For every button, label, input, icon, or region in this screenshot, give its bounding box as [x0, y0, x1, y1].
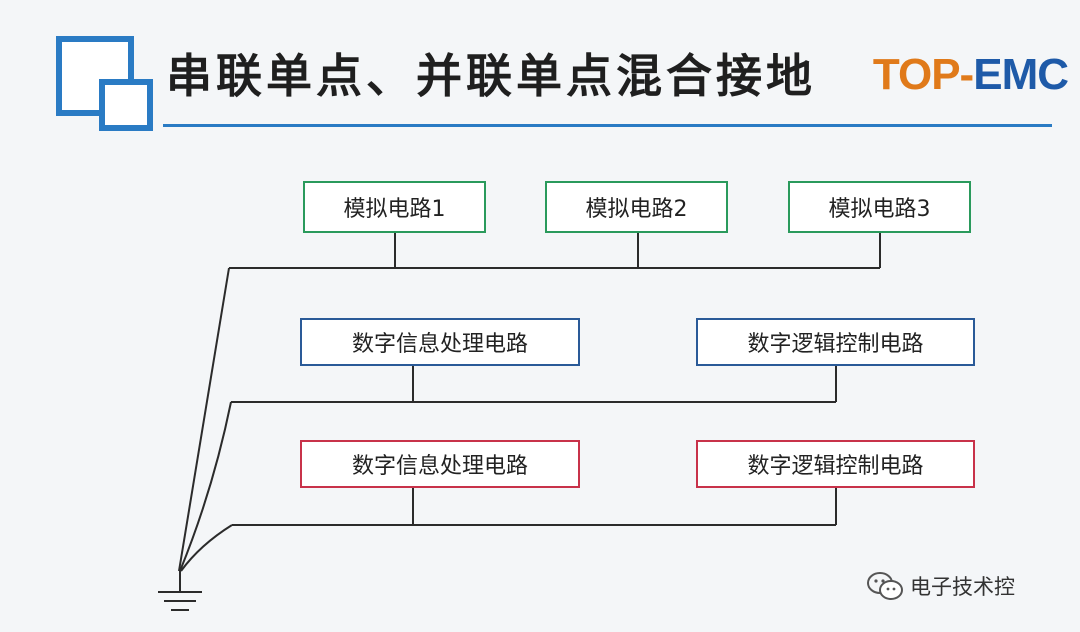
analog-circuit-2: 模拟电路2 [545, 181, 728, 233]
watermark-text: 电子技术控 [910, 575, 1015, 599]
ground-return-digital-2 [180, 524, 233, 572]
watermark: 电子技术控 [866, 570, 1015, 602]
brand-logo: TOP-EMC [872, 50, 1069, 100]
digital-info-processing-circuit-red: 数字信息处理电路 [300, 440, 580, 488]
brand-logo-top: TOP- [872, 50, 974, 99]
brand-logo-emc: EMC [973, 50, 1069, 99]
page-title: 串联单点、并联单点混合接地 [166, 49, 816, 103]
digital-logic-control-circuit: 数字逻辑控制电路 [696, 318, 975, 366]
logo-square-large [56, 36, 134, 116]
analog-circuit-3: 模拟电路3 [788, 181, 971, 233]
digital-info-processing-circuit: 数字信息处理电路 [300, 318, 580, 366]
ground-return-digital-1 [179, 401, 232, 572]
analog-circuit-1: 模拟电路1 [303, 181, 486, 233]
title-divider [163, 124, 1052, 127]
digital-logic-control-circuit-red: 数字逻辑控制电路 [696, 440, 975, 488]
ground-return-analog [178, 267, 230, 572]
wechat-icon [867, 572, 903, 600]
logo-square-small [99, 79, 153, 131]
